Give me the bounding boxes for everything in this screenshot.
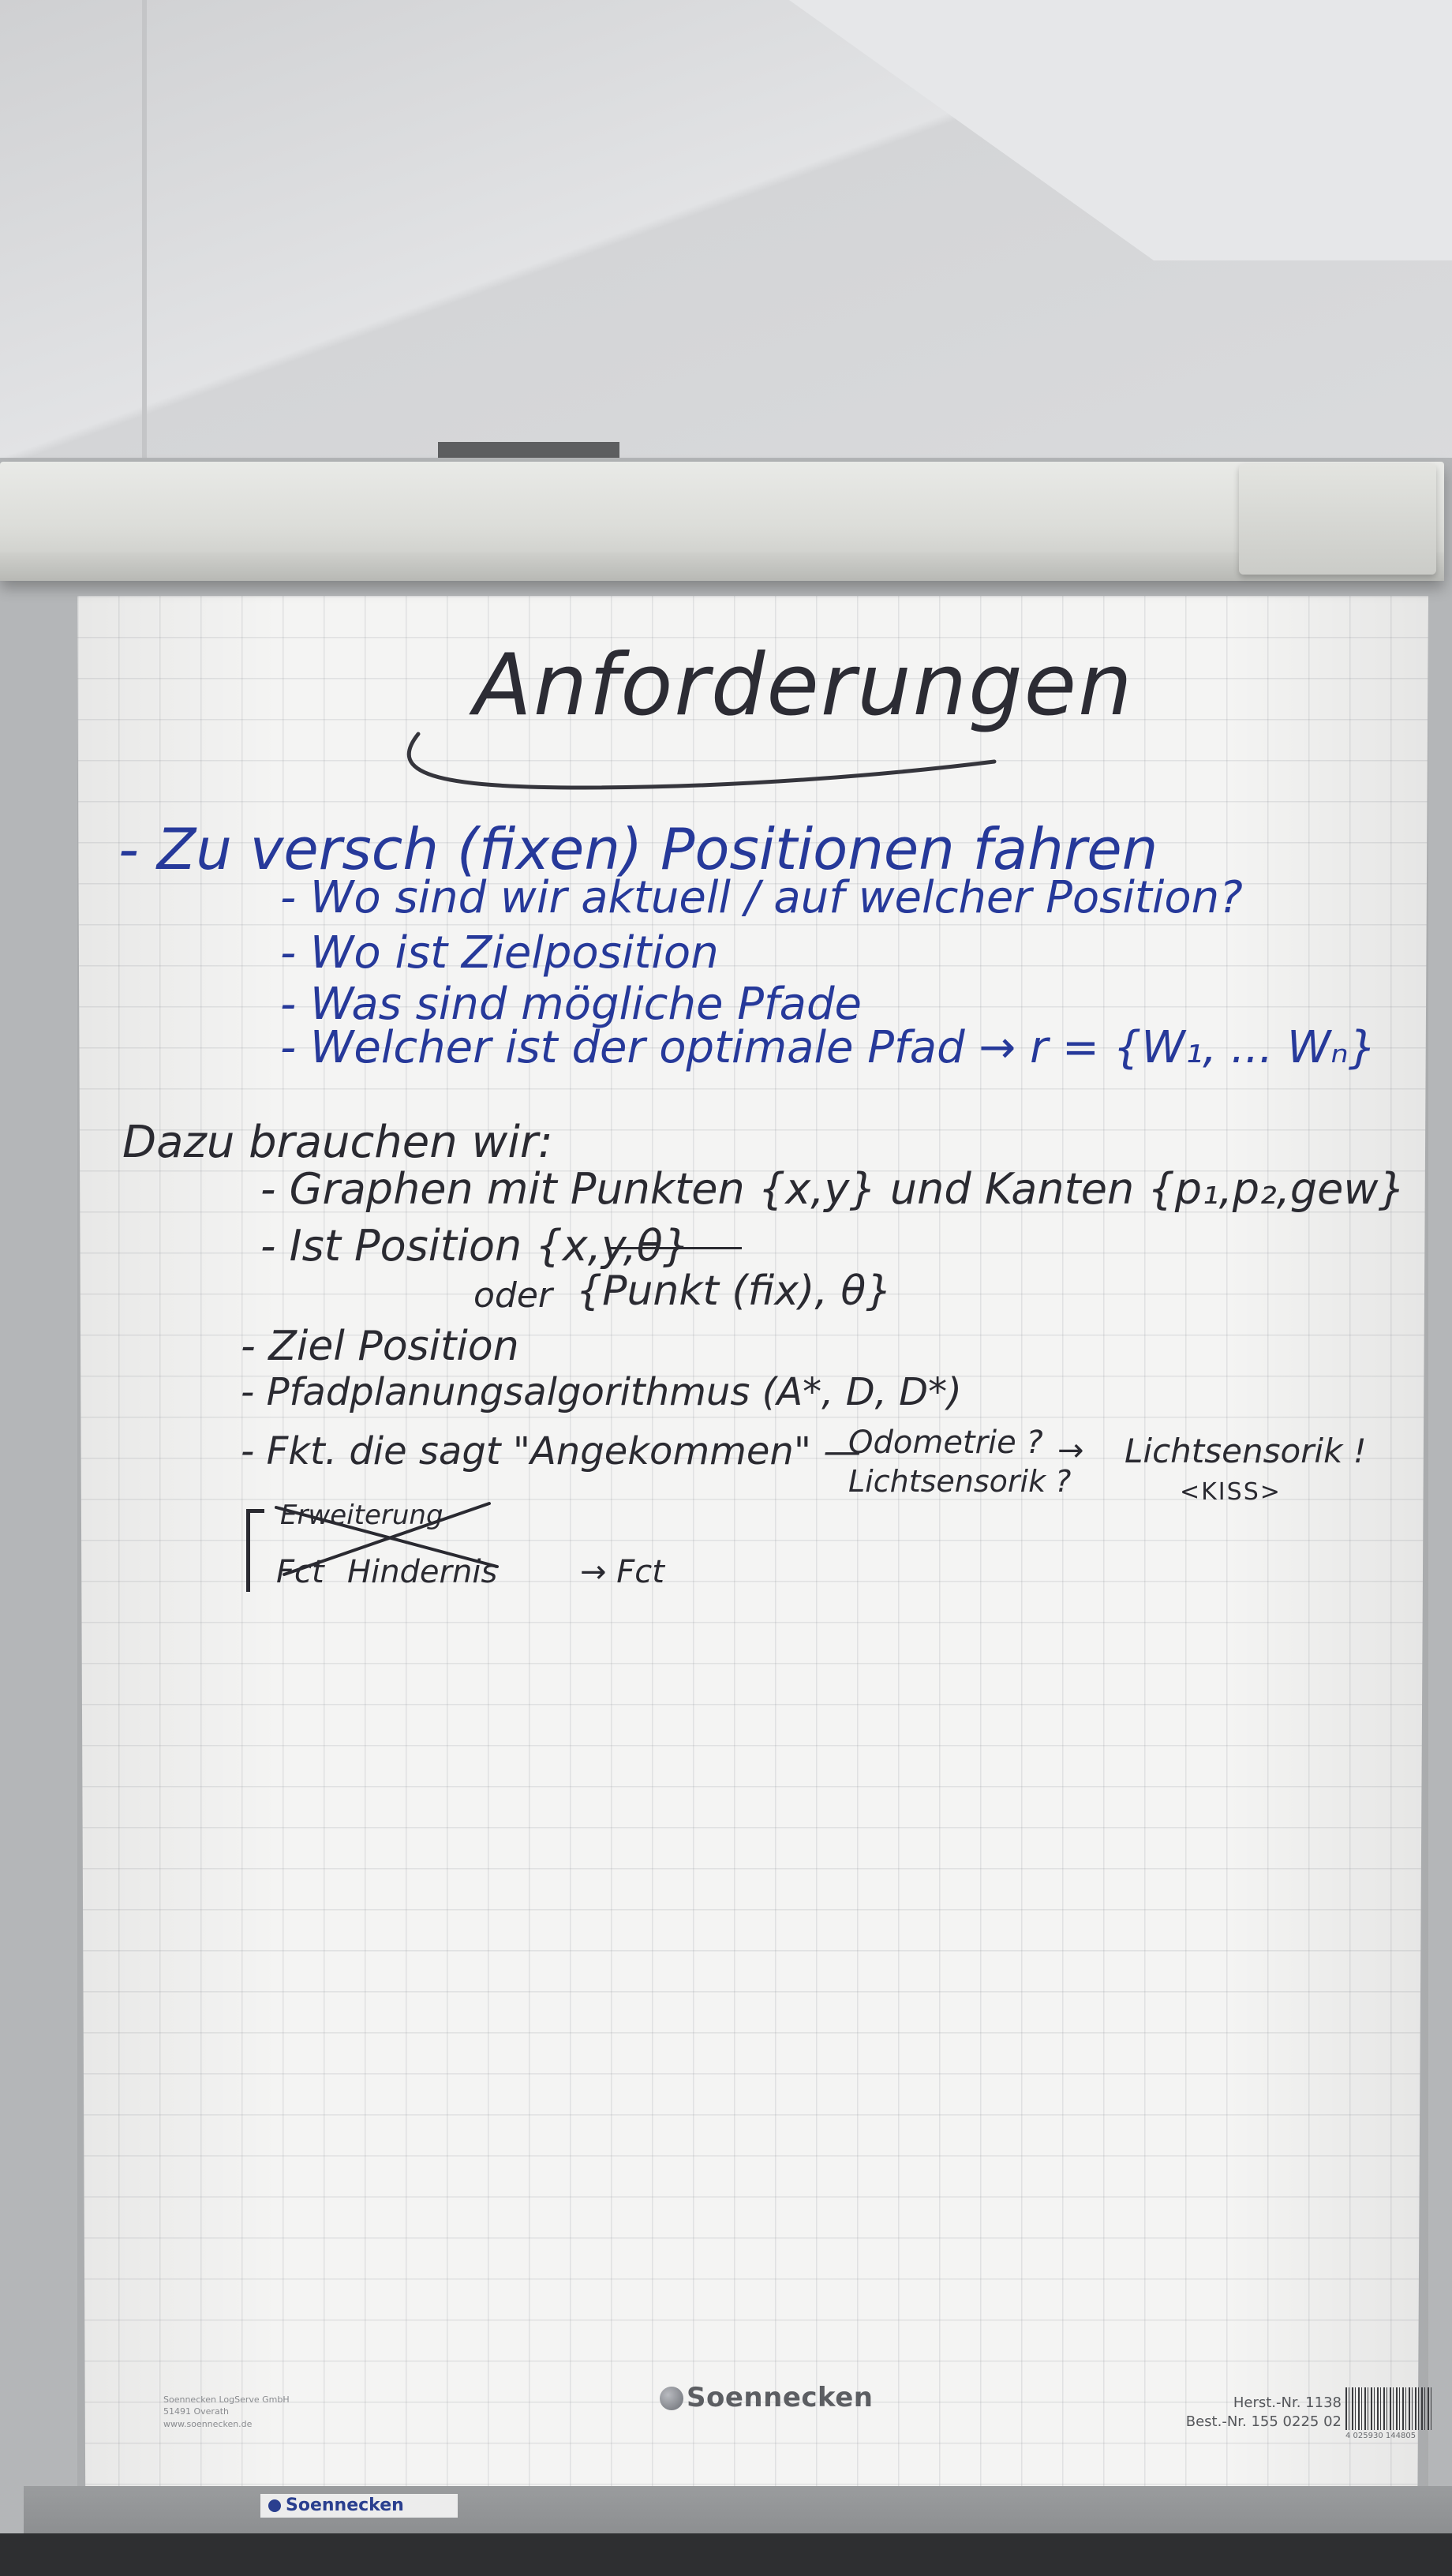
herst-nr: Herst.-Nr. 1138 [1233, 2394, 1342, 2411]
kiss-label: <KISS> [1180, 1478, 1282, 1506]
ist-position-alt: {Punkt (fix), θ} [576, 1267, 893, 1315]
tab-logo-icon [268, 2499, 281, 2512]
blue-item-2: - Wo ist Zielposition [280, 927, 719, 979]
barcode-number: 4 025930 144805 [1345, 2432, 1416, 2440]
company-address: Soennecken LogServe GmbH 51491 Overath w… [163, 2394, 290, 2430]
oder-label: oder [473, 1275, 553, 1316]
company-line-1: Soennecken LogServe GmbH [163, 2394, 290, 2405]
hindernis-label: Hindernis [347, 1554, 498, 1590]
wall-corner-edge [142, 0, 147, 489]
fct-label: Fct [276, 1554, 324, 1590]
title-underline [406, 732, 997, 790]
brand-logo-icon [660, 2387, 683, 2410]
blue-item-4: - Welcher ist der optimale Pfad → r = {W… [280, 1022, 1377, 1073]
tab-label-text: Soennecken [286, 2496, 404, 2515]
ziel-position-item: - Ziel Position [241, 1323, 519, 1370]
floor [0, 2533, 1452, 2576]
lichtsensorik-exclaim: Lichtsensorik ! [1125, 1432, 1367, 1470]
odometrie-label: Odometrie ? [848, 1425, 1043, 1461]
brand-logo: Soennecken [660, 2382, 874, 2413]
graph-item: - Graphen mit Punkten {x,y} und Kanten {… [260, 1164, 1405, 1214]
black-heading: Dazu brauchen wir: [122, 1117, 553, 1168]
barcode-icon [1345, 2387, 1432, 2430]
blue-item-3: - Was sind mögliche Pfade [280, 979, 862, 1030]
ist-position-item: - Ist Position {x,y,θ} [260, 1221, 690, 1271]
pfadplanung-item: - Pfadplanungsalgorithmus (A*, D, D*) [241, 1370, 962, 1414]
bracket-mark [246, 1509, 264, 1592]
angekommen-item: - Fkt. die sagt "Angekommen" — [241, 1429, 862, 1473]
company-line-2: 51491 Overath [163, 2406, 229, 2417]
cross-out-mark [275, 1502, 499, 1576]
paper-clamp-knob [1239, 464, 1436, 575]
arrow-label: → [1057, 1432, 1084, 1469]
lichtsensorik-question: Lichtsensorik ? [848, 1464, 1072, 1499]
pad-label-tab: Soennecken [260, 2494, 458, 2518]
best-nr: Best.-Nr. 155 0225 02 [1185, 2413, 1342, 2431]
blue-heading: - Zu versch (fixen) Positionen fahren [118, 816, 1158, 882]
paper-clamp-ridge [0, 552, 1444, 581]
page-title: Anforderungen [473, 636, 1134, 735]
brand-name: Soennecken [687, 2382, 874, 2413]
blue-item-1: - Wo sind wir aktuell / auf welcher Posi… [280, 872, 1243, 923]
article-numbers: Herst.-Nr. 1138 Best.-Nr. 155 0225 02 [1168, 2394, 1342, 2432]
company-line-3: www.soennecken.de [163, 2418, 253, 2429]
strikethrough-line [608, 1247, 742, 1249]
fct-arrow-label: → Fct [580, 1554, 664, 1590]
flipchart-paper [77, 596, 1428, 2506]
